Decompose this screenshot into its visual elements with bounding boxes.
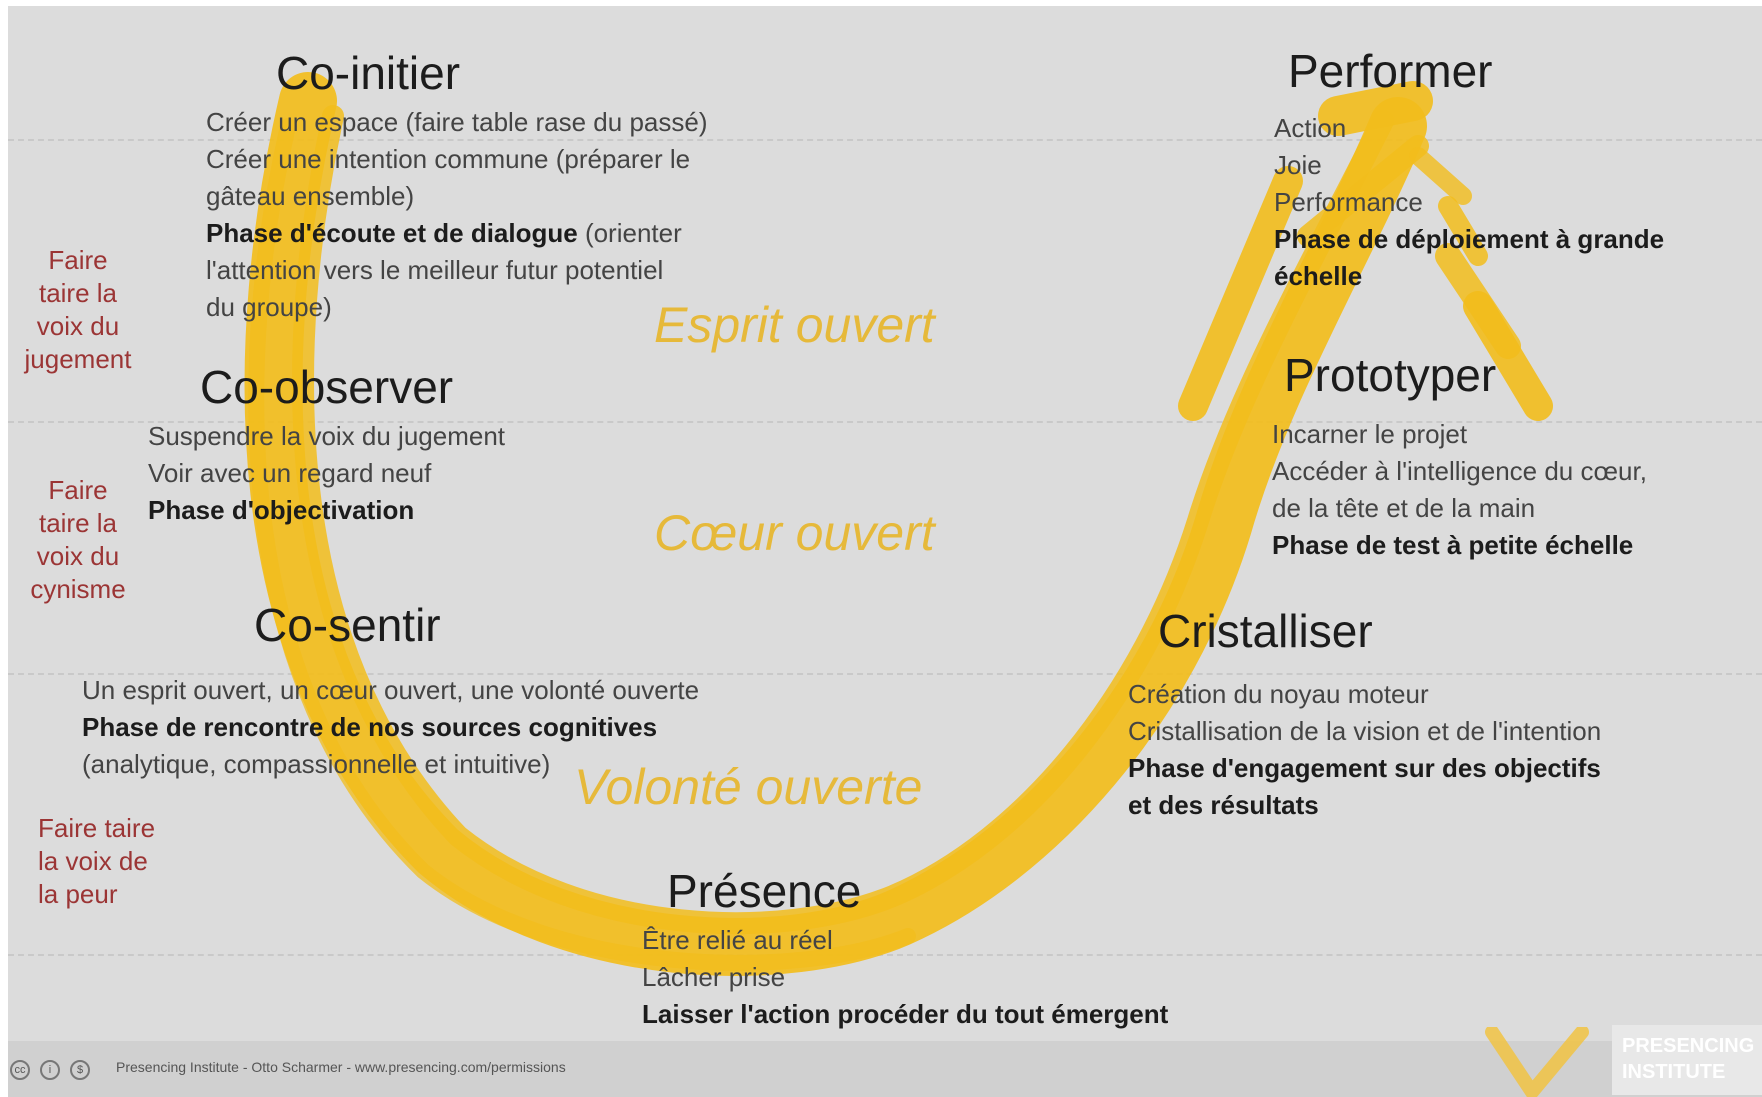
- co-initier-phase-line: Phase d'écoute et de dialogue (orienter: [206, 215, 866, 252]
- noncommercial-icon: $: [70, 1060, 90, 1080]
- voice-cynisme: Faire taire la voix du cynisme: [16, 474, 140, 606]
- co-observer-heading: Co-observer: [200, 361, 454, 413]
- performer-text: Action Joie Performance Phase de déploie…: [1274, 110, 1754, 295]
- co-sentir-line: (analytique, compassionnelle et intuitiv…: [82, 749, 551, 779]
- u-curve-arrow: [244, 72, 1553, 976]
- performer-line: Action: [1274, 113, 1347, 143]
- u-process-slide: Co-initier Créer un espace (faire table …: [8, 6, 1762, 1097]
- performer-heading: Performer: [1288, 45, 1493, 97]
- presencing-logo-icon: [1485, 1027, 1589, 1097]
- footer-credit: Presencing Institute - Otto Scharmer - w…: [116, 1059, 566, 1075]
- co-sentir-text: Un esprit ouvert, un cœur ouvert, une vo…: [82, 672, 842, 783]
- performer-phase: échelle: [1274, 261, 1363, 291]
- co-sentir-line: Un esprit ouvert, un cœur ouvert, une vo…: [82, 675, 700, 705]
- co-observer-phase: Phase d'objectivation: [148, 495, 415, 525]
- performer-line: Performance: [1274, 187, 1423, 217]
- cristalliser-line: Création du noyau moteur: [1128, 679, 1429, 709]
- guide-line: [8, 954, 1762, 956]
- voice-line: taire la: [38, 508, 118, 538]
- prototyper-text: Incarner le projet Accéder à l'intellige…: [1272, 416, 1752, 564]
- prototyper-line: Incarner le projet: [1272, 419, 1468, 449]
- prototyper-heading: Prototyper: [1284, 349, 1497, 401]
- guide-line: [8, 139, 1762, 141]
- cristalliser-heading: Cristalliser: [1158, 605, 1373, 657]
- cristalliser-phase: Phase d'engagement sur des objectifs: [1128, 753, 1601, 783]
- co-initier-line: l'attention vers le meilleur futur poten…: [206, 255, 664, 285]
- creative-commons-icon: cc: [10, 1060, 30, 1080]
- co-sentir-heading: Co-sentir: [254, 599, 441, 651]
- presence-phase: Laisser l'action procéder du tout émerge…: [642, 999, 1169, 1029]
- co-observer-line: Suspendre la voix du jugement: [148, 421, 506, 451]
- voice-line: voix du: [36, 311, 120, 341]
- co-observer-text: Suspendre la voix du jugement Voir avec …: [148, 418, 668, 529]
- co-initier-line: Créer une intention commune (préparer le: [206, 144, 691, 174]
- guide-line: [8, 421, 1762, 423]
- presence-line: Lâcher prise: [642, 962, 786, 992]
- logo-line: PRESENCING: [1622, 1035, 1755, 1057]
- voice-line: taire la: [38, 278, 118, 308]
- voice-line: cynisme: [30, 574, 126, 604]
- voice-line: voix du: [36, 541, 120, 571]
- co-initier-line: du groupe): [206, 292, 332, 322]
- guide-line: [8, 673, 1762, 675]
- state-coeur-ouvert: Cœur ouvert: [654, 505, 935, 561]
- presencing-logo-text: PRESENCING INSTITUTE: [1612, 1025, 1762, 1095]
- presence-heading: Présence: [667, 865, 862, 917]
- voice-line: la peur: [38, 879, 118, 909]
- footer-bar: cc i $ Presencing Institute - Otto Schar…: [8, 1041, 1762, 1097]
- voice-peur: Faire taire la voix de la peur: [38, 812, 188, 911]
- state-volonte-ouverte: Volonté ouverte: [574, 759, 923, 815]
- co-observer-line: Voir avec un regard neuf: [148, 458, 432, 488]
- prototyper-phase: Phase de test à petite échelle: [1272, 530, 1634, 560]
- cristalliser-phase: et des résultats: [1128, 790, 1319, 820]
- co-initier-phase: Phase d'écoute et de dialogue: [206, 218, 578, 248]
- presence-line: Être relié au réel: [642, 925, 833, 955]
- voice-line: Faire: [48, 475, 108, 505]
- logo-line: INSTITUTE: [1622, 1061, 1726, 1083]
- co-initier-text: Créer un espace (faire table rase du pas…: [206, 104, 866, 326]
- performer-line: Joie: [1274, 150, 1322, 180]
- co-initier-heading: Co-initier: [276, 47, 461, 99]
- voice-line: Faire taire: [38, 813, 156, 843]
- co-initier-line: gâteau ensemble): [206, 181, 415, 211]
- voice-line: jugement: [24, 344, 132, 374]
- prototyper-line: Accéder à l'intelligence du cœur,: [1272, 456, 1647, 486]
- state-esprit-ouvert: Esprit ouvert: [654, 297, 935, 353]
- cristalliser-text: Création du noyau moteur Cristallisation…: [1128, 676, 1728, 824]
- co-sentir-phase: Phase de rencontre de nos sources cognit…: [82, 712, 658, 742]
- co-initier-phase-rest: (orienter: [577, 218, 682, 248]
- prototyper-line: de la tête et de la main: [1272, 493, 1536, 523]
- voice-line: Faire: [48, 245, 108, 275]
- voice-line: la voix de: [38, 846, 148, 876]
- co-initier-line: Créer un espace (faire table rase du pas…: [206, 107, 708, 137]
- cristalliser-line: Cristallisation de la vision et de l'int…: [1128, 716, 1602, 746]
- presence-text: Être relié au réel Lâcher prise Laisser …: [642, 922, 1282, 1033]
- performer-phase: Phase de déploiement à grande: [1274, 224, 1665, 254]
- attribution-icon: i: [40, 1060, 60, 1080]
- voice-jugement: Faire taire la voix du jugement: [16, 244, 140, 376]
